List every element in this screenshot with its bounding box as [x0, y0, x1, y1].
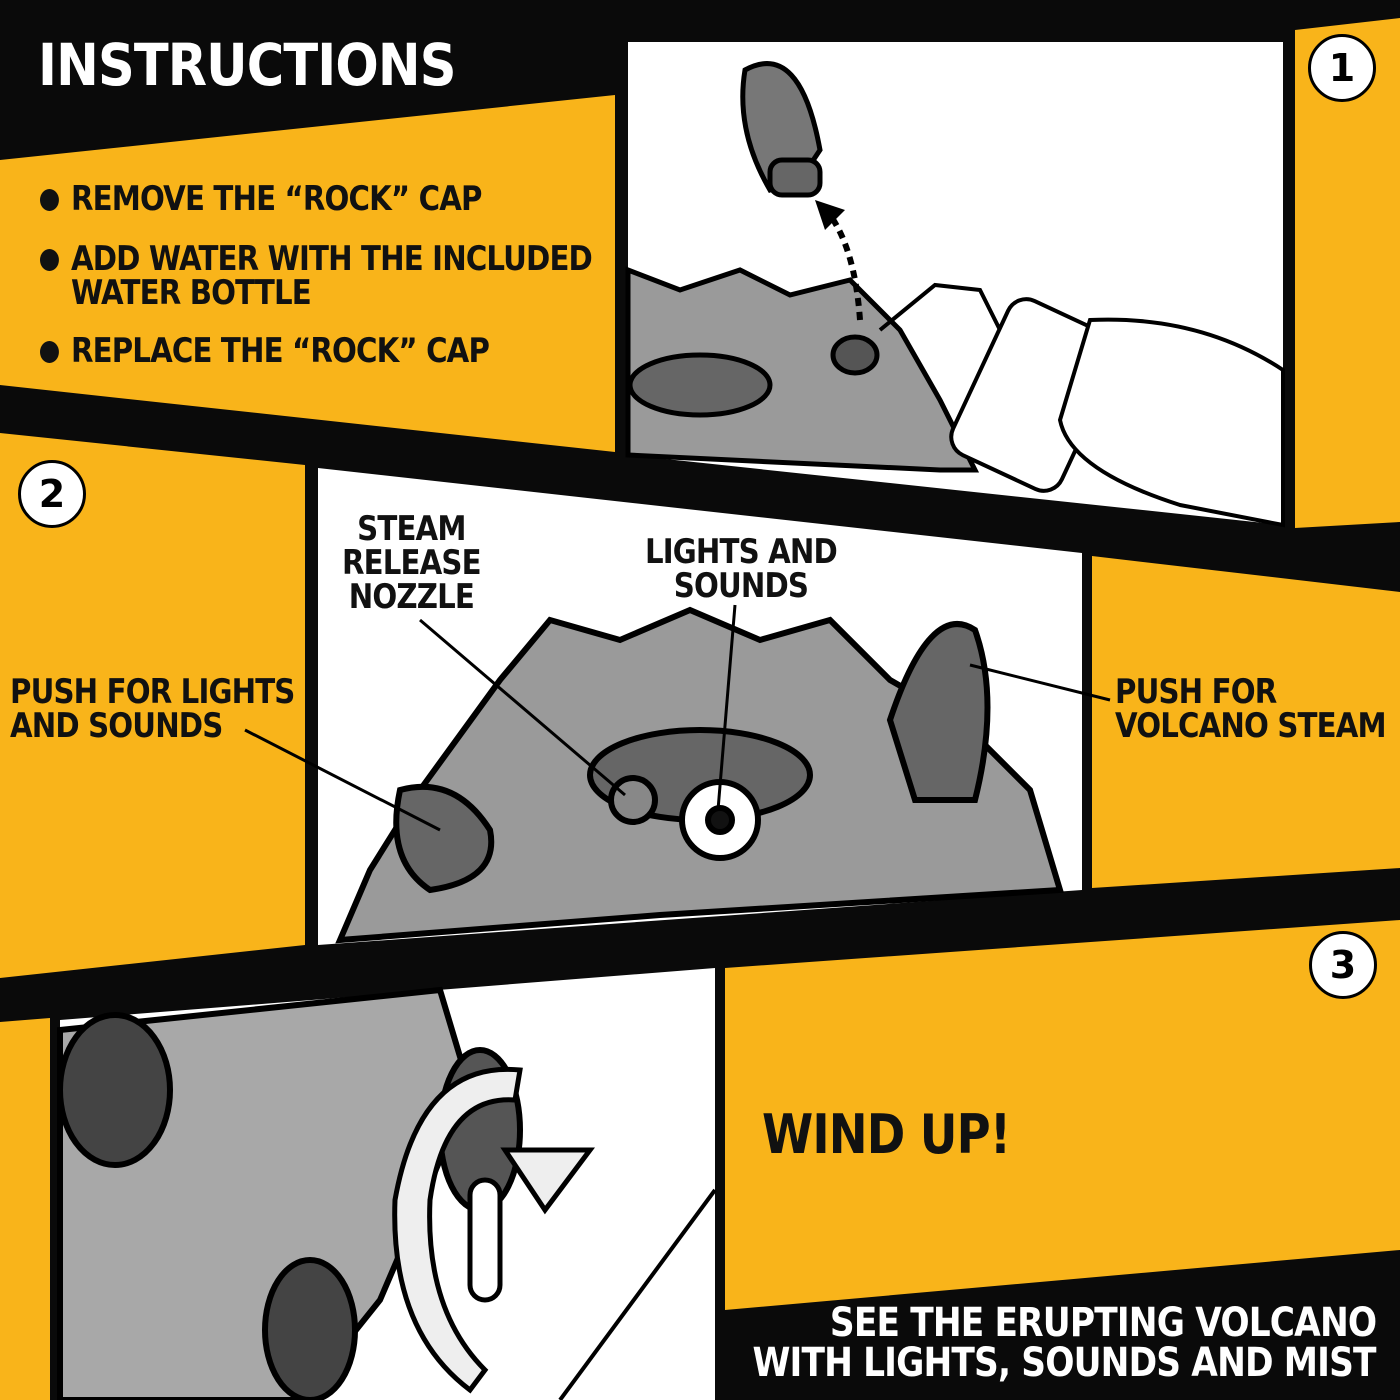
step1-text-panel: [0, 95, 615, 452]
label-line: STEAM: [357, 509, 466, 549]
step-number-3: 3: [1309, 931, 1377, 999]
volcano-illustration-1: [625, 266, 980, 473]
label-line: RELEASE: [342, 543, 482, 583]
step-number-1: 1: [1308, 34, 1376, 102]
stick-line: [558, 1188, 717, 1400]
label-line: PUSH FOR: [1115, 672, 1277, 712]
label-line: VOLCANO STEAM: [1115, 706, 1387, 746]
wind-up-label: WIND UP!: [762, 1103, 1011, 1166]
step1-bullet-1: REMOVE THE “ROCK” CAP: [40, 182, 482, 216]
bullet-line: WATER BOTTLE: [70, 273, 312, 313]
page-title: INSTRUCTIONS: [38, 31, 456, 99]
label-line: LIGHTS AND: [645, 532, 838, 572]
volcano-illustration-2: [335, 606, 1064, 944]
callout-lines: [244, 604, 1111, 832]
label-push-for-lights: PUSH FOR LIGHTS AND SOUNDS: [10, 672, 295, 746]
bottom-left-strip: [0, 1018, 50, 1400]
footer-line-1: SEE THE ERUPTING VOLCANO: [829, 1300, 1377, 1346]
bullet-text: REPLACE THE “ROCK” CAP: [70, 331, 490, 371]
bullet-icon: [40, 189, 59, 211]
water-bottle-icon: [878, 282, 1285, 528]
arrowhead-icon: [815, 200, 845, 230]
label-line: AND SOUNDS: [10, 706, 223, 746]
step1-bullet-3: REPLACE THE “ROCK” CAP: [40, 331, 490, 371]
label-line: SOUNDS: [673, 566, 809, 606]
label-line: PUSH FOR LIGHTS: [10, 672, 295, 712]
footer-line-2: WITH LIGHTS, SOUNDS AND MIST: [752, 1340, 1377, 1386]
bullet-icon: [40, 341, 59, 363]
step2-left-panel: [0, 433, 305, 978]
step3-panel: [725, 920, 1400, 1310]
bullet-text: REMOVE THE “ROCK” CAP: [70, 179, 482, 219]
arrow-up-icon: [827, 213, 863, 321]
label-line: NOZZLE: [348, 577, 475, 617]
label-steam-release-nozzle: STEAM RELEASE NOZZLE: [342, 509, 482, 617]
label-push-for-steam: PUSH FOR VOLCANO STEAM: [1115, 672, 1387, 746]
label-lights-and-sounds: LIGHTS AND SOUNDS: [645, 532, 838, 606]
bullet-line: ADD WATER WITH THE INCLUDED: [70, 239, 593, 279]
step-number-2: 2: [18, 460, 86, 528]
step2-right-panel: [1092, 556, 1400, 888]
rock-cap-icon: [740, 61, 823, 198]
wind-arrow-icon: [392, 1066, 595, 1394]
bullet-icon: [40, 249, 59, 271]
step1-side-panel: [1295, 18, 1400, 528]
